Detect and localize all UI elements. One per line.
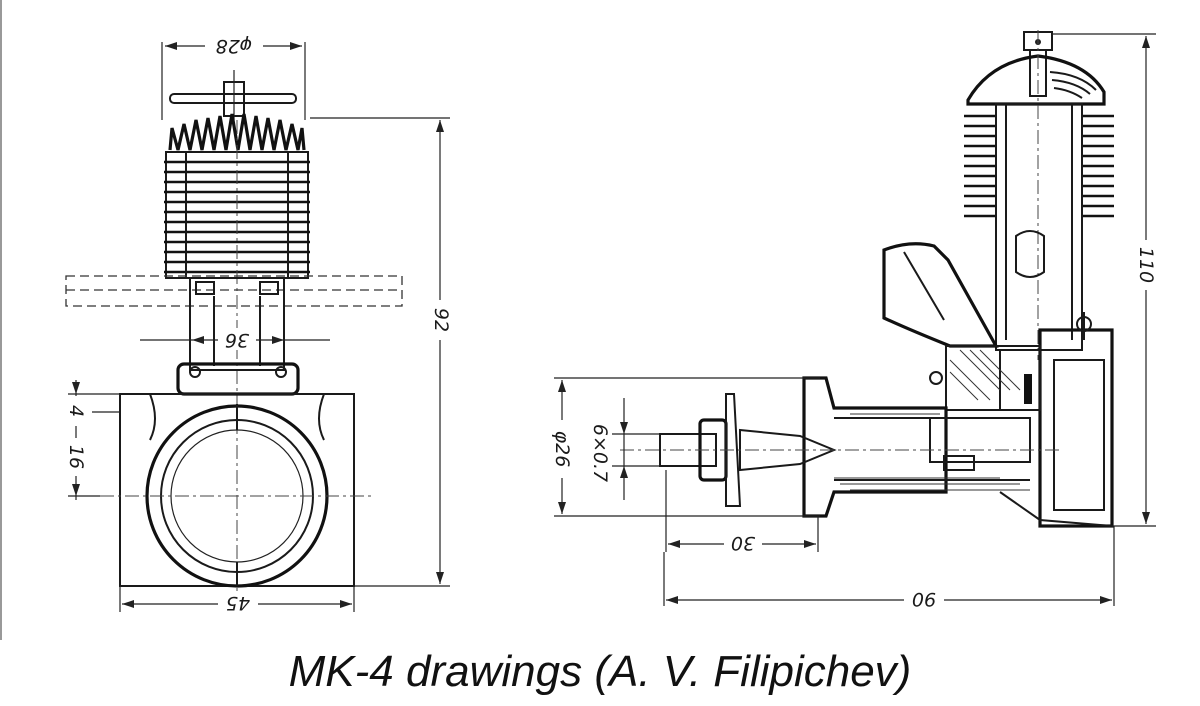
glow-plug [169,70,297,120]
dimension-bearer-height-label: 16 [65,445,87,469]
dimension-total-height-label: 110 [1135,247,1157,283]
side-prop-nut [620,393,1060,507]
side-front-housing [802,376,1113,527]
side-cylinder-head [966,30,1106,360]
side-crankcase [945,312,1114,528]
dimension-thread-label: 6×0.7 [589,424,611,482]
dimension-mount-spacing-label: 36 [225,329,249,351]
side-view: 110 φ26 6×0.7 [548,30,1160,612]
side-cylinder-fins [964,103,1114,351]
bearer-dashed [65,275,403,307]
dimension-total-length-label: 90 [912,588,936,610]
dimension-crankcase-diameter-label: φ26 [551,431,573,468]
cylinder-fins [164,120,310,600]
dimension-shaft-length: 30 [665,470,819,556]
dimension-total-height: 110 [1052,33,1160,527]
dimension-head-diameter-label: φ28 [216,35,253,57]
dimension-mount-spacing: 36 [140,328,330,351]
dimension-crankcase-width: 45 [119,586,355,616]
engine-drawing: φ28 [0,0,1160,640]
dimension-bearer: 4 16 [60,380,120,500]
front-view: φ28 [60,33,454,616]
side-intake [882,242,999,385]
dimension-front-height: 92 [310,117,454,587]
dimension-crankcase-diameter: φ26 [548,377,820,517]
crankcase-front [100,393,374,588]
dimension-front-height-label: 92 [430,308,452,332]
dimension-crankcase-width-label: 45 [226,592,250,614]
dimension-thread: 6×0.7 [586,398,660,500]
cylinder-lower [189,277,285,371]
dimension-bearer-offset-label: 4 [65,405,87,417]
dimension-head-diameter: φ28 [161,33,306,120]
dimension-total-length: 90 [663,526,1115,612]
dimension-shaft-length-label: 30 [731,532,755,554]
figure-caption: MK-4 drawings (A. V. Filipichev) [288,647,912,696]
mounting-lugs [176,362,300,396]
